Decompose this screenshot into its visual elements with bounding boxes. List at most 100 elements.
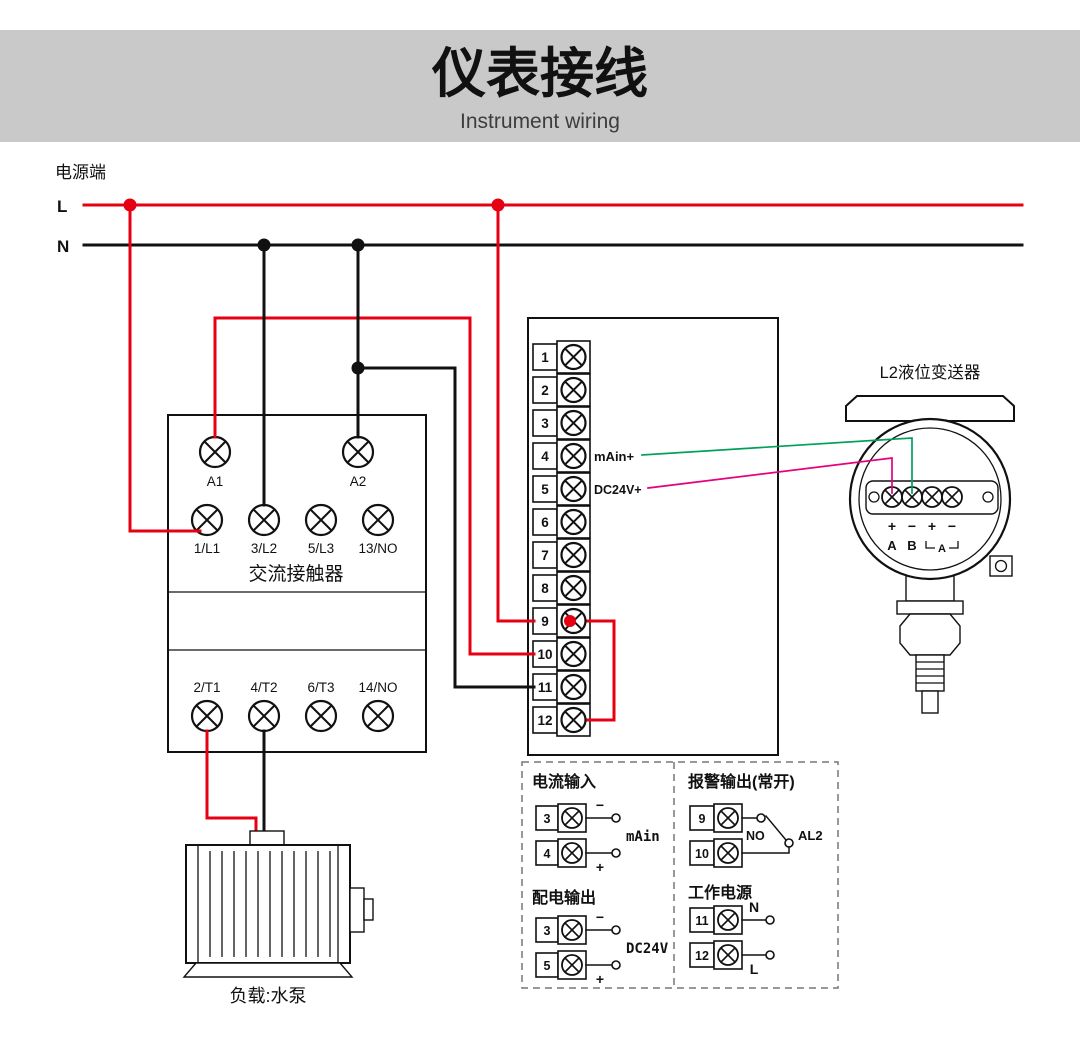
motor-body bbox=[185, 844, 351, 964]
terminal-number: 6 bbox=[541, 515, 549, 530]
instrument-terminal-4: 4 bbox=[532, 439, 591, 473]
lead-wire bbox=[741, 846, 790, 854]
vent-plug-hole bbox=[994, 559, 1008, 573]
terminal-number: 12 bbox=[695, 949, 709, 963]
open-terminal-icon bbox=[611, 848, 621, 858]
wire-l-to-contactor-1l1 bbox=[128, 203, 202, 533]
terminal-number: 4 bbox=[541, 449, 549, 464]
polarity-plus: + bbox=[596, 971, 604, 987]
polarity-minus: − bbox=[596, 797, 604, 813]
load-terminal-label: 2/T1 bbox=[193, 680, 220, 695]
junction-dot bbox=[257, 238, 271, 252]
screw-terminal-icon bbox=[560, 508, 587, 536]
wire-a1-to-terminal10 bbox=[213, 316, 536, 656]
terminal-number-box bbox=[532, 673, 558, 701]
terminal-number: 11 bbox=[538, 680, 553, 695]
load-terminal-label: 6/T3 bbox=[307, 680, 334, 695]
legend-title: 电流输入 bbox=[532, 772, 596, 791]
screw-terminal-icon bbox=[560, 574, 587, 602]
switch-blade-icon bbox=[764, 814, 788, 842]
screw-terminal-icon bbox=[717, 944, 739, 966]
terminal-number: 2 bbox=[541, 383, 549, 398]
terminal-number: 12 bbox=[537, 713, 552, 728]
legend-power-output: 配电输出 3 − 5 + DC24V bbox=[532, 888, 669, 987]
screw-terminal-icon bbox=[717, 807, 739, 829]
bracket-left bbox=[925, 541, 935, 549]
terminal-number-box bbox=[532, 343, 558, 371]
terminal-number: 10 bbox=[537, 647, 552, 662]
transmitter-flange bbox=[896, 600, 964, 615]
screw-terminal-icon bbox=[198, 435, 232, 469]
terminal-number-box bbox=[689, 840, 715, 866]
terminal-number-box bbox=[689, 907, 715, 933]
terminal-number-box bbox=[532, 508, 558, 536]
terminal-sign: − bbox=[908, 518, 916, 534]
legend-panel: 电流输入 3 − 4 + mAin 报警输出(常开) 9 bbox=[521, 761, 839, 989]
screw-terminal-icon bbox=[560, 706, 587, 734]
terminal-number: 11 bbox=[695, 914, 708, 928]
screw-terminal-icon bbox=[941, 486, 963, 508]
instrument-terminal-8: 8 bbox=[532, 571, 591, 605]
motor: 负载:水泵 bbox=[182, 830, 374, 1006]
screw-terminal-icon bbox=[560, 376, 587, 404]
terminal-number-box bbox=[532, 640, 558, 668]
open-terminal-icon bbox=[765, 950, 775, 960]
screw-terminal-icon bbox=[560, 442, 587, 470]
signal-name: mAin bbox=[626, 829, 660, 845]
terminal-number: 7 bbox=[541, 548, 549, 563]
junction-dot bbox=[491, 198, 505, 212]
screw-terminal-icon bbox=[247, 503, 281, 537]
terminal5-signal-label: DC24V+ bbox=[594, 483, 642, 497]
screw-terminal-icon bbox=[921, 486, 943, 508]
terminal-sign: + bbox=[928, 518, 936, 534]
terminal-sign: + bbox=[888, 518, 896, 534]
bracket-label: A bbox=[938, 543, 946, 555]
instrument-terminal-6: 6 bbox=[532, 505, 591, 539]
polarity-minus: − bbox=[596, 909, 604, 925]
terminal-number: 3 bbox=[544, 924, 551, 938]
screw-terminal-icon bbox=[561, 954, 583, 976]
motor-shaft-housing bbox=[349, 887, 365, 933]
junction-dot bbox=[564, 615, 576, 627]
screw-terminal-icon bbox=[560, 673, 587, 701]
line-terminal-label: 1/L1 bbox=[194, 541, 220, 556]
wire-a2branch-to-terminal11 bbox=[356, 366, 536, 689]
motor-shaft bbox=[363, 898, 374, 921]
terminal-number: 9 bbox=[541, 614, 549, 629]
terminal-number: 3 bbox=[544, 812, 551, 826]
terminal-number: 10 bbox=[695, 847, 709, 861]
mounting-hole bbox=[982, 491, 994, 503]
junction-dot bbox=[351, 361, 365, 375]
open-terminal-icon bbox=[765, 915, 775, 925]
terminal-wire-a-label: A bbox=[887, 538, 897, 553]
switch-contact-icon bbox=[784, 838, 794, 848]
transmitter-housing-inner-ring bbox=[858, 427, 1002, 571]
screw-terminal-icon bbox=[561, 842, 583, 864]
transmitter: L2液位变送器 + − + − A B A bbox=[845, 363, 1015, 714]
screw-terminal-icon bbox=[190, 699, 224, 733]
mounting-hole bbox=[868, 491, 880, 503]
terminal-sign: − bbox=[948, 518, 956, 534]
load-terminal-label: 14/NO bbox=[358, 680, 397, 695]
instrument-terminal-11: 11 bbox=[532, 670, 591, 704]
signal-name: DC24V bbox=[626, 941, 669, 957]
screw-terminal-icon bbox=[560, 343, 587, 371]
jumper-terminal9-to-terminal12 bbox=[586, 619, 616, 722]
open-terminal-icon bbox=[611, 925, 621, 935]
instrument: 1 2 3 4 5 6 bbox=[527, 317, 779, 756]
screw-terminal-icon bbox=[361, 699, 395, 733]
terminal-number-box bbox=[689, 805, 715, 831]
screw-terminal-icon bbox=[560, 409, 587, 437]
open-terminal-icon bbox=[611, 813, 621, 823]
instrument-terminal-10: 10 bbox=[532, 637, 591, 671]
coil-terminal-label: A1 bbox=[207, 474, 224, 489]
screw-terminal-icon bbox=[717, 909, 739, 931]
terminal-number-box bbox=[532, 574, 558, 602]
load-terminal-label: 4/T2 bbox=[250, 680, 277, 695]
motor-terminal-cap bbox=[249, 830, 285, 846]
terminal-number-box bbox=[532, 376, 558, 404]
screw-terminal-icon bbox=[304, 699, 338, 733]
screw-terminal-icon bbox=[304, 503, 338, 537]
terminal-number: 5 bbox=[544, 959, 551, 973]
screw-terminal-icon bbox=[361, 503, 395, 537]
